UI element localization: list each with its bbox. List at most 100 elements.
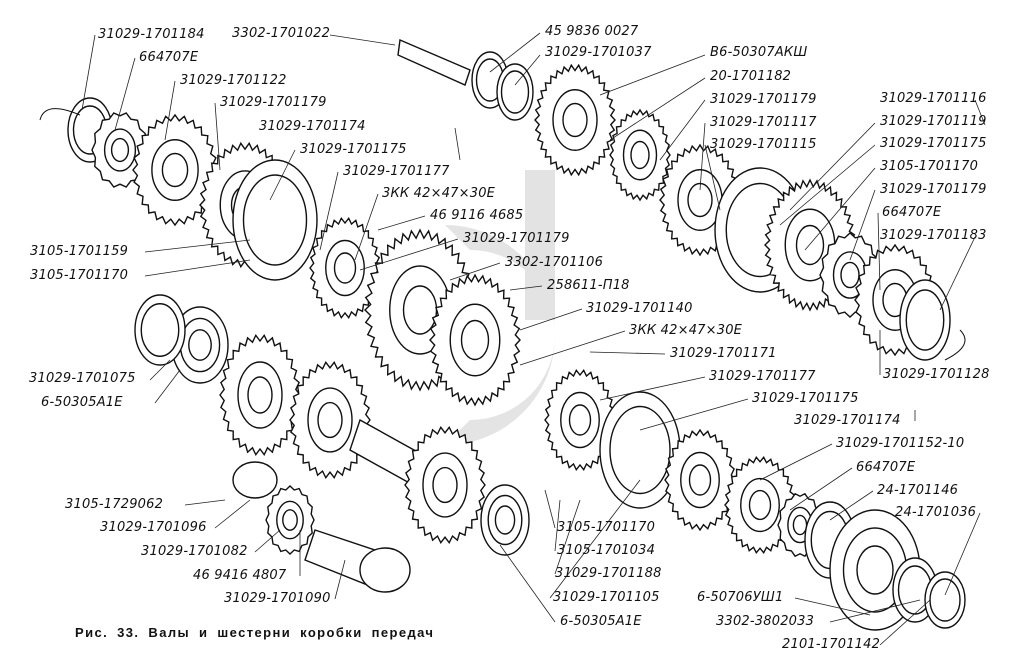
part-label: 3302-1701022	[232, 26, 331, 41]
part-label: 3105-1701034	[557, 543, 656, 558]
leader-line	[659, 99, 706, 161]
leader-line	[759, 443, 833, 481]
gear-hub	[740, 477, 780, 533]
part-label: 664707Е	[882, 205, 942, 220]
gear-bore	[562, 102, 588, 138]
leader-line	[329, 34, 396, 46]
leader-line	[319, 171, 339, 251]
part-label: 31029-1701119	[880, 114, 987, 129]
gear-hub	[151, 139, 199, 201]
watermark-logo	[445, 170, 555, 445]
part-label: 31029-1701188	[555, 566, 662, 581]
part-label: 31029-1701171	[670, 346, 777, 361]
part-label: 6-50706УШ1	[697, 590, 784, 605]
part-label: 3105-1701159	[30, 244, 129, 259]
part-label: 46 9416 4807	[193, 568, 287, 583]
countershaft-gear	[219, 333, 301, 457]
gear-teeth	[404, 425, 486, 545]
ring-outer	[134, 294, 186, 366]
gear-hub	[325, 239, 365, 297]
leader-line	[454, 127, 461, 161]
gear-hub	[449, 303, 501, 377]
part-label: 3105-1701170	[880, 159, 979, 174]
leader-line	[144, 259, 251, 277]
ring-outer	[496, 63, 534, 121]
leader-line	[639, 398, 749, 431]
leader-line	[974, 99, 986, 126]
gear	[724, 456, 796, 554]
ring	[924, 571, 966, 629]
gear-hub	[276, 500, 304, 540]
reverse-shaft-end	[359, 547, 411, 593]
gear-teeth	[534, 63, 616, 177]
leader-line	[377, 215, 426, 231]
gear-bore	[317, 401, 343, 439]
part-label: 24-1701036	[895, 505, 977, 520]
gear-teeth	[664, 428, 736, 532]
leader-line	[849, 189, 876, 261]
gear	[429, 273, 521, 407]
leader-line	[939, 236, 976, 311]
gear-hub	[422, 452, 468, 518]
leader-line	[509, 285, 543, 291]
ring	[232, 159, 318, 281]
part-label: 31029-1701179	[220, 95, 327, 110]
gear-bore	[161, 152, 189, 188]
part-label: 31029-1701175	[752, 391, 859, 406]
gear-bore	[432, 466, 458, 504]
shaft-assemblies	[39, 38, 966, 631]
leader-line	[184, 499, 226, 506]
gear-teeth	[132, 113, 218, 227]
leader-line	[334, 559, 346, 600]
leader-line	[269, 149, 296, 201]
part-label: 31029-1701090	[224, 591, 331, 606]
leader-line	[609, 77, 706, 141]
leader-line	[699, 122, 706, 191]
gear-bore	[687, 182, 713, 218]
bushing	[232, 461, 278, 499]
part-label: 31029-1701117	[710, 115, 817, 130]
gear-teeth	[724, 456, 796, 554]
part-label: 31029-1701179	[710, 92, 817, 107]
part-label: 3КК 42×47×30Е	[629, 323, 743, 338]
gear-teeth	[289, 360, 371, 480]
leader-line	[554, 499, 561, 552]
part-label: 6-50305А1Е	[41, 395, 123, 410]
part-label: 3302-1701106	[505, 255, 604, 270]
countershaft-gear	[289, 360, 371, 480]
ring-outer	[232, 159, 318, 281]
gear	[534, 63, 616, 177]
part-label: В6-50307АКШ	[710, 45, 808, 60]
synchro-hub	[544, 368, 616, 472]
rotation-arrow	[39, 108, 81, 121]
leader-line	[114, 57, 136, 131]
leader-line	[804, 167, 876, 251]
bearing-race	[487, 494, 523, 546]
leader-line	[944, 512, 981, 596]
gear-bore	[333, 252, 357, 284]
countershaft-gear	[404, 425, 486, 545]
part-label: 31029-1701082	[141, 544, 248, 559]
leader-line	[214, 499, 251, 529]
part-label: 31029-1701037	[545, 45, 652, 60]
ring-inner	[609, 405, 671, 495]
part-label: 31029-1701122	[180, 73, 287, 88]
gear-bore	[630, 140, 650, 170]
leader-lines	[81, 32, 986, 646]
part-label: 258611-П18	[547, 278, 630, 293]
leader-line	[514, 54, 541, 86]
leader-line	[549, 479, 641, 599]
leader-line	[154, 369, 181, 404]
gear-hub	[552, 89, 598, 151]
leader-line	[544, 489, 556, 529]
part-label: 20-1701182	[710, 69, 792, 84]
ring	[134, 294, 186, 366]
part-label: 31029-1701175	[300, 142, 407, 157]
part-label: 664707Е	[139, 50, 199, 65]
gear-hub	[307, 387, 353, 453]
leader-line	[81, 34, 96, 111]
part-label: 31029-1701115	[710, 137, 817, 152]
leader-line	[789, 122, 876, 211]
